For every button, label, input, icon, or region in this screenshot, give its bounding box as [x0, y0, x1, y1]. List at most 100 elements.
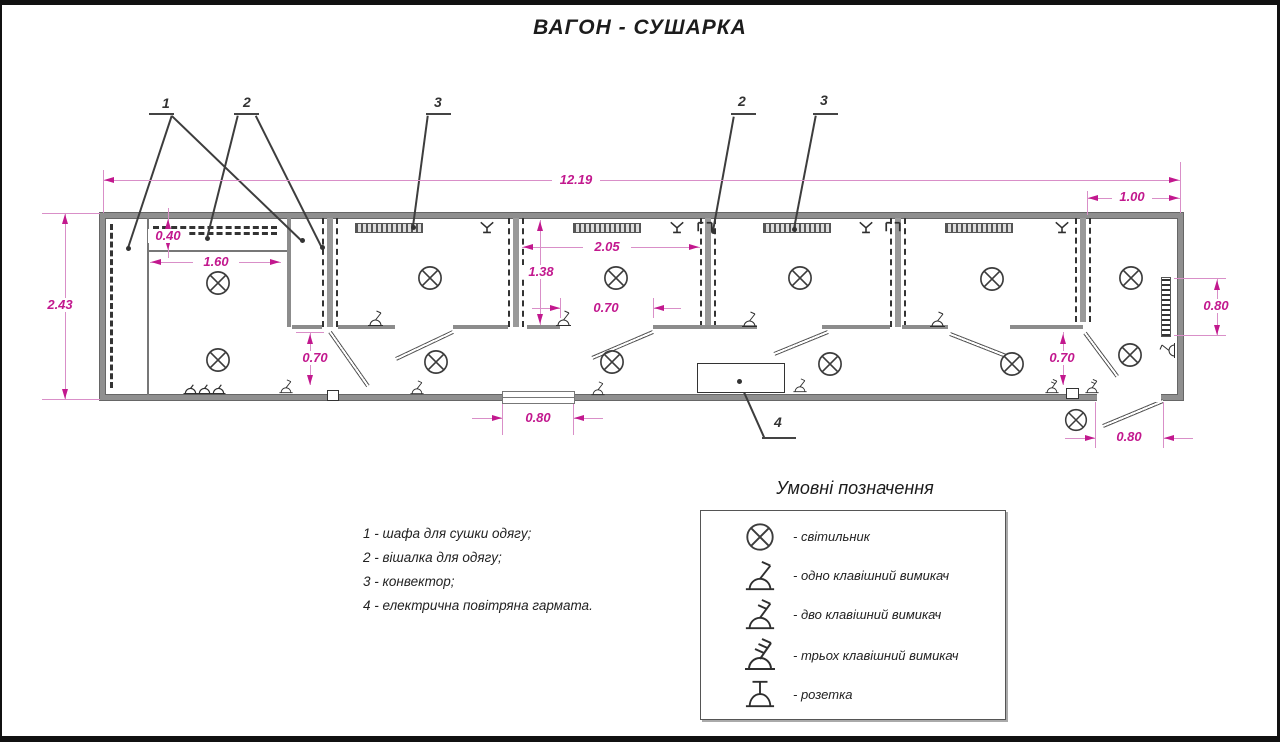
light-symbol: [204, 269, 232, 297]
convector: [355, 223, 423, 233]
page-border-left: [0, 0, 2, 742]
hanger-partition: [1075, 218, 1091, 322]
note-item: 2 - вішалка для одягу;: [363, 550, 502, 565]
hanger-partition: [322, 218, 338, 327]
dim-window-bottom: 0.80: [516, 411, 560, 425]
ext-line: [103, 170, 104, 213]
dim-arrow: [1085, 435, 1095, 441]
socket-symbol: [743, 679, 777, 709]
dim-arrow: [151, 259, 161, 265]
wardrobe-hatch: [110, 224, 121, 388]
dim-window-right: 0.80: [1195, 299, 1237, 313]
ext-line: [1163, 402, 1164, 448]
callout-1: 1: [162, 95, 170, 111]
callout-dot: [411, 225, 416, 230]
entry-door-opening: [1097, 392, 1161, 402]
building-outline: [100, 213, 1183, 400]
hanger-partition: [700, 218, 716, 327]
convector: [945, 223, 1013, 233]
entry-door-leaf: [1102, 399, 1164, 428]
ext-line: [1180, 162, 1181, 213]
dim-arrow: [537, 221, 543, 231]
callout-underline: [813, 113, 838, 115]
callout-dot: [126, 246, 131, 251]
ceiling-socket-symbol: [669, 220, 685, 234]
dim-line: [573, 418, 603, 419]
ext-line: [502, 404, 503, 435]
light-symbol: [598, 348, 626, 376]
dim-room-depth: 1.38: [520, 265, 562, 279]
outdoor-light-symbol: [1063, 407, 1089, 433]
callout-leader: [412, 115, 429, 228]
convector: [573, 223, 641, 233]
legend-label: - світильник: [793, 529, 870, 545]
ext-line: [42, 399, 100, 400]
ceiling-socket-symbol: [858, 220, 874, 234]
legend-box: - світильник - одно клавішний вимикач - …: [700, 510, 1006, 720]
light-symbol: [978, 265, 1006, 293]
dim-arrow: [62, 214, 68, 224]
corridor-wall: [712, 325, 757, 329]
note-item: 4 - електрична повітряна гармата.: [363, 598, 593, 613]
dim-line: [653, 308, 681, 309]
dim-line-overall: [103, 180, 1180, 181]
note-item: 3 - конвектор;: [363, 574, 455, 589]
callout-underline: [149, 113, 174, 115]
callout-2-right: 2: [738, 93, 746, 109]
ext-line: [560, 298, 561, 318]
dim-arrow: [1214, 280, 1220, 290]
dim-arrow: [550, 305, 560, 311]
page-border-right: [1277, 0, 1280, 742]
junction-box: [327, 390, 339, 401]
hanger-partition: [890, 218, 906, 327]
corridor-wall: [822, 325, 890, 329]
dim-arrow: [492, 415, 502, 421]
convector: [763, 223, 831, 233]
dim-arrow: [523, 244, 533, 250]
dim-arrow: [1164, 435, 1174, 441]
hanger-rail: [153, 226, 277, 235]
callout-dot: [711, 229, 716, 234]
dim-overall-length: 12.19: [552, 173, 600, 187]
right-window: [1161, 277, 1171, 337]
ceiling-socket-symbol: [479, 220, 495, 234]
switch-three-key-symbol: [742, 638, 778, 672]
light-symbol: [602, 264, 630, 292]
dim-arrow: [574, 415, 584, 421]
switch-one-key-symbol: [740, 311, 759, 328]
legend-label: - розетка: [793, 686, 853, 702]
dim-line: [532, 308, 560, 309]
legend-row: - одно клавішний вимикач: [701, 560, 1005, 592]
dim-arrow: [307, 375, 313, 385]
light-symbol: [416, 264, 444, 292]
callout-underline: [426, 113, 451, 115]
light-symbol: [998, 350, 1026, 378]
switch-two-key-symbol: [742, 599, 778, 631]
light-symbol: [422, 348, 450, 376]
dim-arrow: [62, 389, 68, 399]
callout-3-right: 3: [820, 92, 828, 108]
callout-dot: [300, 238, 305, 243]
corridor-wall: [338, 325, 395, 329]
callout-underline: [234, 113, 259, 115]
switch-two-key-symbol: [1043, 379, 1061, 394]
notes-list: 1 - шафа для сушки одягу; 2 - вішалка дл…: [363, 522, 593, 618]
callout-dot: [737, 379, 742, 384]
dim-arrow: [654, 305, 664, 311]
switch-one-key-symbol: [589, 381, 607, 396]
callout-4: 4: [774, 414, 782, 430]
dim-arrow: [1169, 195, 1179, 201]
dim-arrow: [1060, 334, 1066, 344]
junction-box: [1066, 388, 1079, 399]
page-border-top: [0, 0, 1280, 5]
dim-line: [472, 418, 502, 419]
legend-heading: Умовні позначення: [776, 478, 934, 498]
dim-shelf-offset: 0.40: [148, 229, 188, 243]
callout-underline: [731, 113, 756, 115]
dim-wardrobe-width: 1.60: [193, 255, 239, 269]
dim-arrow: [104, 177, 114, 183]
wardrobe-inner-wall: [147, 218, 149, 395]
callout-2-left: 2: [243, 94, 251, 110]
light-symbol: [1117, 264, 1145, 292]
corridor-wall: [453, 325, 508, 329]
